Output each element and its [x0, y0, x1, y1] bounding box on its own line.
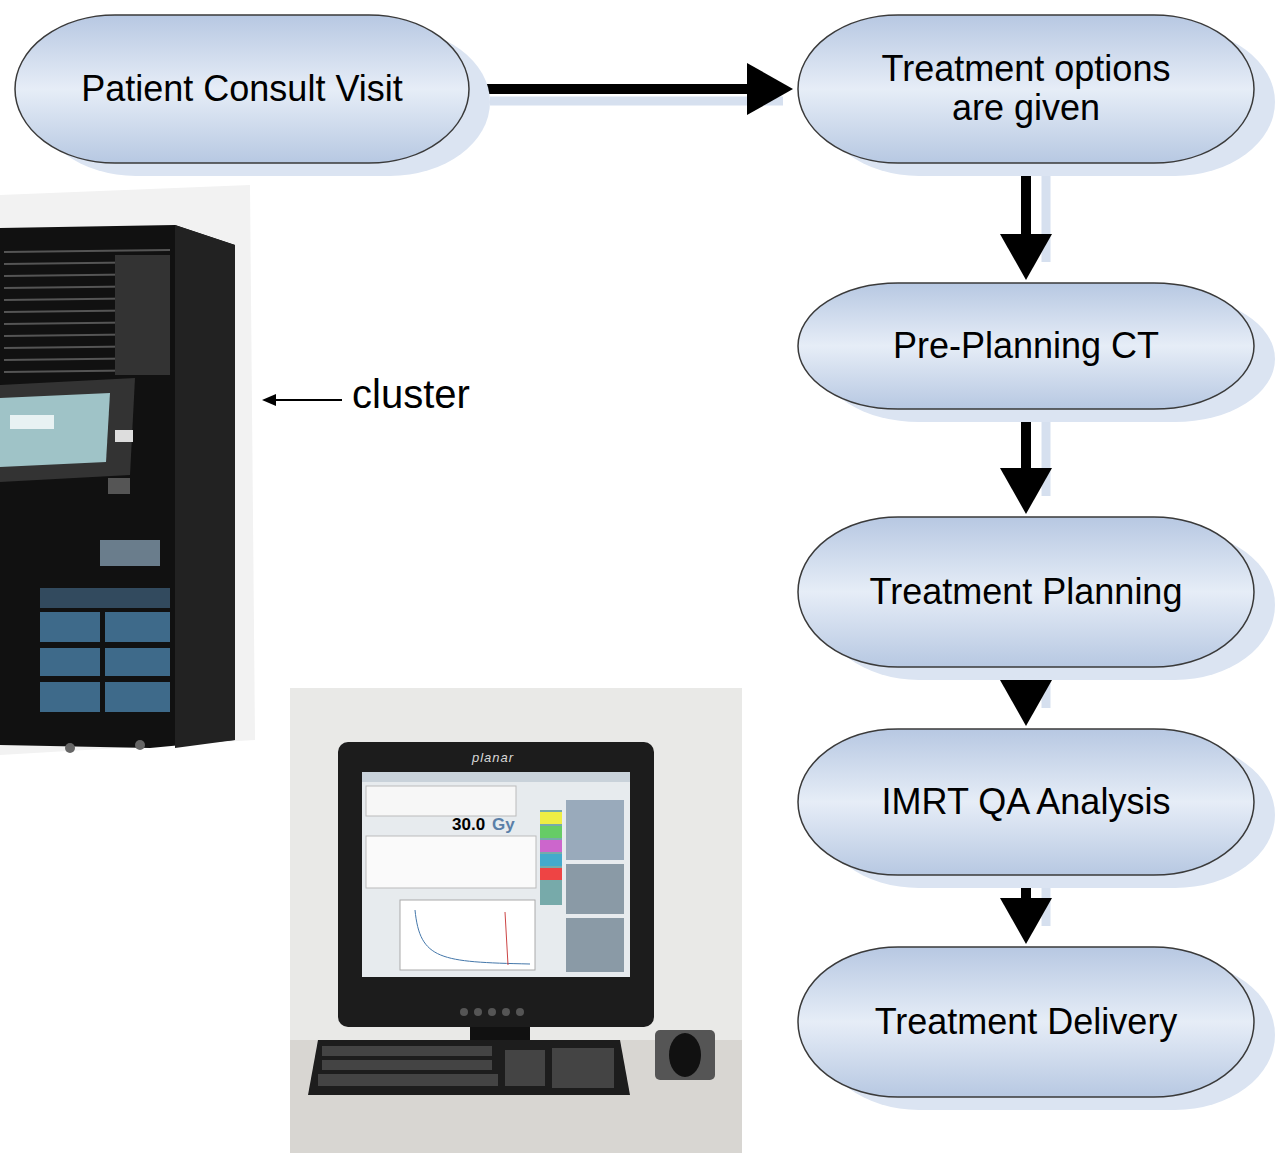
node-text: IMRT QA Analysis	[882, 783, 1171, 822]
text-label: planar	[472, 750, 514, 765]
text-label: cluster	[352, 372, 470, 417]
flow-arrow	[1000, 410, 1052, 514]
process-box: Pre-Planning CT	[797, 282, 1255, 410]
process-box: Patient Consult Visit	[14, 14, 470, 164]
process-box: Treatment options are given	[797, 14, 1255, 164]
text-label: 30.0	[452, 815, 485, 835]
process-box: Treatment Planning	[797, 516, 1255, 668]
flow-arrow	[470, 63, 793, 115]
node-text: Patient Consult Visit	[81, 70, 403, 109]
node-text: Pre-Planning CT	[893, 327, 1159, 366]
node-text: Treatment options are given	[861, 50, 1191, 128]
process-box: IMRT QA Analysis	[797, 728, 1255, 876]
workstation	[290, 688, 742, 1153]
server-rack	[0, 185, 255, 755]
flow-arrow	[1000, 164, 1052, 280]
node-text: Treatment Delivery	[875, 1003, 1178, 1042]
text-label: Gy	[492, 815, 515, 835]
leader-arrow	[262, 394, 342, 406]
node-text: Treatment Planning	[870, 573, 1183, 612]
process-box: Treatment Delivery	[797, 946, 1255, 1098]
